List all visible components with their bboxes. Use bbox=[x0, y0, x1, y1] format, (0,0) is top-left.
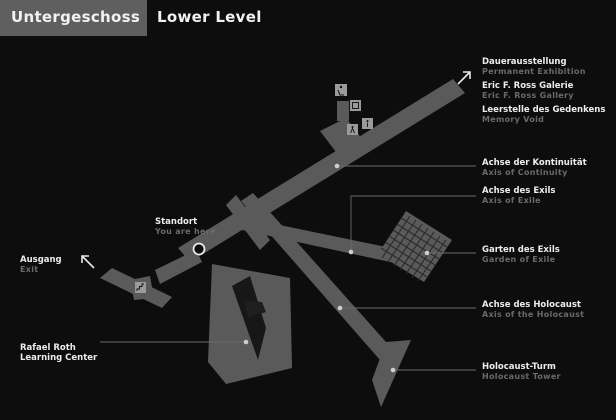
upper-room-stub bbox=[337, 101, 349, 121]
holocaust-tower-marker bbox=[390, 367, 396, 373]
level-title-german: Untergeschoss bbox=[11, 8, 141, 26]
label-garden-exile: Garten des Exils Garden of Exile bbox=[482, 245, 560, 264]
restroom-icon bbox=[347, 118, 373, 135]
label-learning-center: Rafael Roth Learning Center bbox=[20, 343, 98, 363]
label-memory-void-de: Leerstelle des Gedenkens bbox=[482, 105, 606, 115]
label-permanent-exhibition: Dauerausstellung Permanent Exhibition Er… bbox=[482, 57, 606, 124]
leader-lines bbox=[100, 165, 476, 371]
garden-grid bbox=[380, 215, 448, 282]
axis-of-holocaust-corridor bbox=[241, 193, 395, 360]
label-ross-gallery-de: Eric F. Ross Galerie bbox=[482, 81, 574, 91]
elevator-icon bbox=[350, 100, 361, 111]
you-are-here-marker bbox=[192, 242, 206, 256]
learning-center-marker bbox=[243, 339, 249, 345]
title-bar: Untergeschoss Lower Level bbox=[0, 0, 616, 36]
learning-center-void bbox=[232, 276, 266, 360]
label-exit: Ausgang Exit bbox=[20, 255, 62, 274]
axis-exile-marker bbox=[348, 249, 354, 255]
label-you-are-here: Standort You are here bbox=[155, 217, 216, 236]
garden-exile-marker bbox=[424, 250, 430, 256]
connector-to-exit bbox=[155, 250, 202, 284]
holocaust-tower bbox=[372, 340, 411, 407]
label-memory-void-en: Memory Void bbox=[482, 115, 545, 124]
axis-holocaust-marker bbox=[337, 305, 343, 311]
label-holocaust-tower: Holocaust-Turm Holocaust Tower bbox=[482, 362, 561, 381]
permanent-exhibition-arrow-icon bbox=[457, 71, 471, 85]
stairs-icon bbox=[135, 282, 146, 293]
title-box: Untergeschoss bbox=[0, 0, 147, 36]
side-passage bbox=[226, 195, 270, 250]
label-axis-continuity: Achse der Kontinuität Axis of Continuity bbox=[482, 158, 587, 177]
label-axis-exile: Achse des Exils Axis of Exile bbox=[482, 186, 556, 205]
exit-arrow-icon bbox=[81, 255, 95, 269]
label-ross-gallery-en: Eric F. Ross Gallery bbox=[482, 91, 574, 100]
label-axis-holocaust: Achse des Holocaust Axis of the Holocaus… bbox=[482, 300, 585, 319]
learning-center-void-2 bbox=[244, 300, 266, 318]
level-title-english: Lower Level bbox=[157, 8, 262, 26]
wheelchair-icon bbox=[335, 84, 347, 96]
axis-continuity-marker bbox=[334, 163, 340, 169]
